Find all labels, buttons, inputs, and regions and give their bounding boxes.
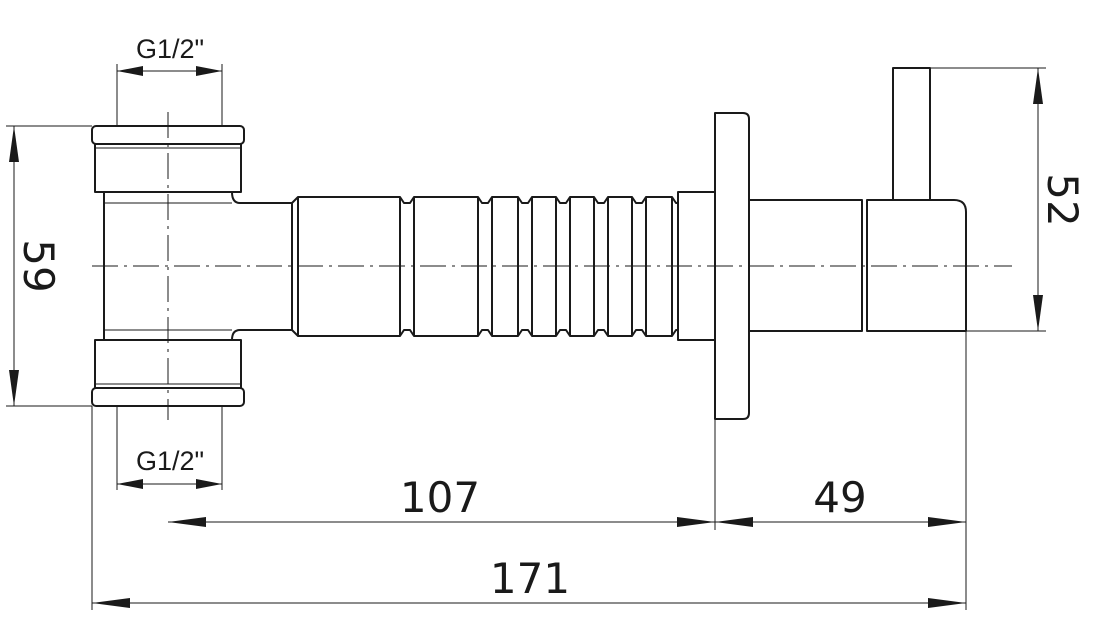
length-171-label: 171 xyxy=(490,554,570,603)
tee-core-bottom xyxy=(231,329,292,341)
dim-thread-bottom: G1/2" xyxy=(116,406,223,490)
dim-height-52: 52 xyxy=(930,67,1087,332)
tee-core-top xyxy=(231,191,292,204)
length-107-label: 107 xyxy=(400,473,480,522)
valve-handle xyxy=(892,67,931,201)
dim-length-49: 49 xyxy=(715,473,966,527)
dim-length-107: 107 xyxy=(168,473,715,527)
length-49-label: 49 xyxy=(813,473,866,522)
valve-assembly xyxy=(677,67,967,420)
top-nut xyxy=(94,144,242,193)
valve-head xyxy=(866,199,967,332)
dim-height-59: 59 xyxy=(6,125,92,407)
thread-label-top: G1/2" xyxy=(136,34,204,64)
dim-thread-top: G1/2" xyxy=(116,34,223,126)
height-52-label: 52 xyxy=(1038,173,1087,226)
thread-label-bottom: G1/2" xyxy=(136,446,204,476)
wall-flange xyxy=(714,112,750,420)
dim-length-171: 171 xyxy=(92,554,966,608)
height-59-label: 59 xyxy=(14,239,63,292)
